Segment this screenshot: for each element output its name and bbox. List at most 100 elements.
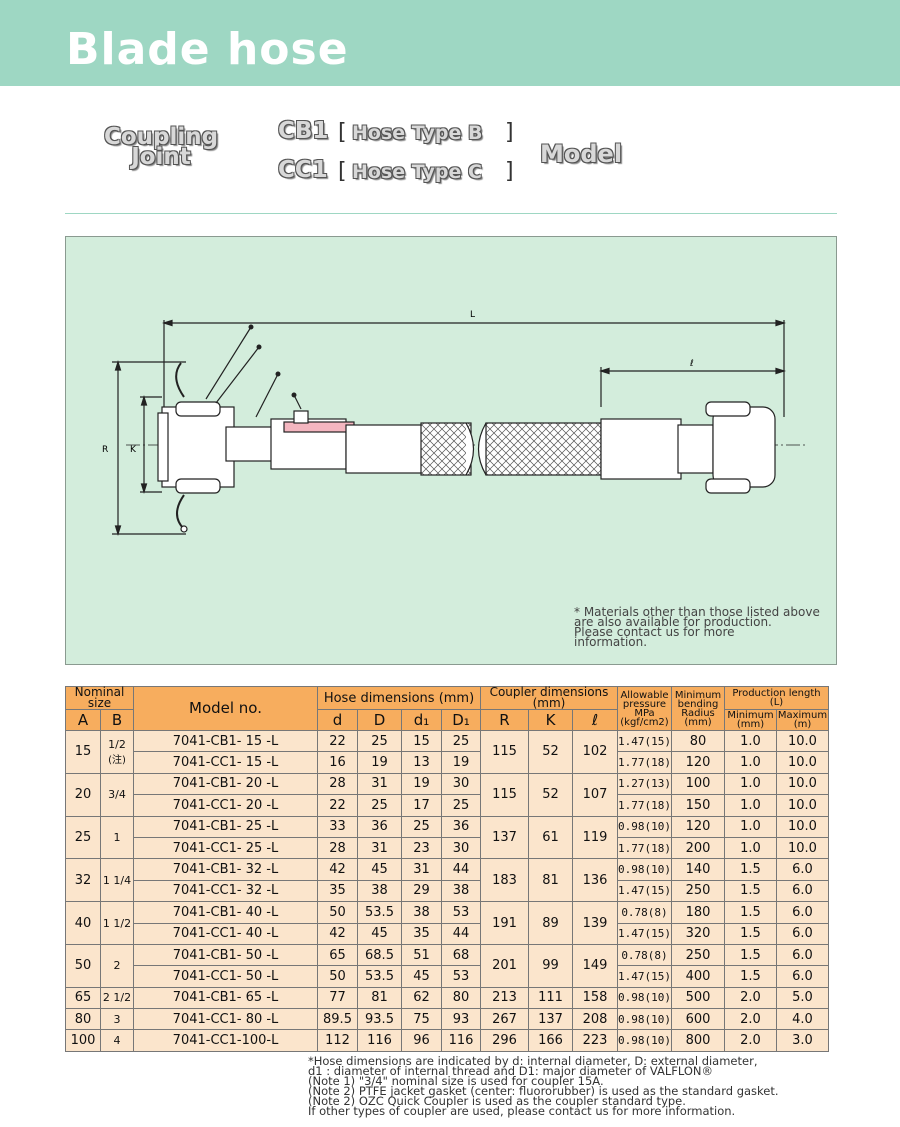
cell-R: 183 [480, 858, 529, 903]
cell-R: 115 [480, 772, 529, 817]
cell-model: 7041-CB1- 65 -L [133, 986, 318, 1010]
cell-b: 2 [100, 943, 134, 988]
header-R: R [480, 709, 529, 731]
cell-R: 267 [480, 1008, 529, 1031]
cell-D1: 53 [441, 901, 481, 924]
cell-d1: 19 [401, 772, 442, 796]
cell-min: 1.0 [723, 751, 777, 774]
cell-max: 6.0 [775, 879, 829, 903]
cell-b: 3/4 [100, 772, 134, 817]
cell-D: 25 [357, 794, 402, 817]
cell-min: 1.5 [723, 922, 777, 945]
cell-D1: 116 [441, 1029, 481, 1052]
cell-D1: 93 [441, 1008, 481, 1031]
header-model: Model no. [133, 686, 318, 731]
cell-l: 208 [572, 1008, 618, 1031]
cell-l: 158 [572, 986, 618, 1010]
cell-d1: 29 [401, 879, 442, 903]
cell-K: 166 [528, 1029, 573, 1052]
cell-K: 99 [528, 943, 573, 988]
cell-b: 4 [100, 1029, 134, 1052]
cell-b-value: 2 [113, 959, 121, 973]
cell-b: 3 [100, 1008, 134, 1031]
cell-D1: 53 [441, 965, 481, 988]
cell-D1: 44 [441, 858, 481, 881]
hose-diagram: L ℓ R K [102, 310, 806, 537]
cell-l: 102 [572, 730, 618, 774]
cell-b: 1 1/4 [100, 858, 134, 903]
cell-max: 3.0 [775, 1029, 829, 1052]
cell-bend: 180 [670, 901, 725, 924]
cell-d: 28 [317, 772, 358, 796]
cell-K: 111 [528, 986, 573, 1010]
cell-D: 25 [357, 729, 402, 753]
cell-model: 7041-CC1- 15 -L [133, 751, 318, 774]
bracket-close-b: ] [505, 120, 514, 145]
cell-max: 6.0 [775, 943, 829, 967]
header-production-line: (L) [769, 697, 784, 708]
hose-type-b: Hose Type B [352, 122, 483, 144]
cell-model: 7041-CB1- 20 -L [133, 772, 318, 796]
header-coupler-dims: Coupler dimensions (mm) [480, 686, 618, 710]
cell-bend: 100 [670, 772, 725, 796]
cell-D1: 80 [441, 986, 481, 1010]
header-production-line: Production length [732, 688, 821, 699]
cell-d: 33 [317, 815, 358, 838]
cell-max: 10.0 [775, 772, 829, 796]
cell-d: 22 [317, 729, 358, 753]
cell-max: 6.0 [775, 965, 829, 988]
cell-d: 50 [317, 965, 358, 988]
cell-b: 1/2(注) [100, 730, 134, 774]
cell-pressure: 1.47(15) [617, 965, 672, 988]
coupling-joint-label: Coupling Joint [96, 126, 226, 169]
title-banner: Blade hose [0, 0, 900, 86]
cell-bend: 800 [670, 1029, 725, 1052]
header-D1: D₁ [441, 709, 481, 731]
cell-R: 296 [480, 1029, 529, 1052]
cell-min: 2.0 [723, 1008, 777, 1031]
cell-l: 119 [572, 815, 618, 860]
cell-K: 89 [528, 901, 573, 945]
cell-bend: 500 [670, 986, 725, 1010]
cell-a: 65 [65, 986, 101, 1010]
cell-d1: 62 [401, 986, 442, 1010]
cell-K: 52 [528, 772, 573, 817]
header-pressure-line: pressure [622, 698, 667, 710]
cell-min: 1.0 [723, 815, 777, 838]
header-bending-line: Minimum [674, 689, 722, 701]
cell-D: 36 [357, 815, 402, 838]
cell-d1: 35 [401, 922, 442, 945]
header-D: D [357, 709, 402, 731]
header-K: K [528, 709, 573, 731]
code-cb1: CB1 [278, 118, 329, 144]
cell-d1: 96 [401, 1029, 442, 1052]
cell-d: 112 [317, 1029, 358, 1052]
cell-a: 25 [65, 815, 101, 860]
cell-max: 10.0 [775, 794, 829, 817]
cell-K: 61 [528, 815, 573, 860]
cell-d: 16 [317, 751, 358, 774]
cell-D1: 25 [441, 729, 481, 753]
cell-pressure: 0.98(10) [617, 858, 672, 881]
cell-d: 77 [317, 986, 358, 1010]
cell-pressure: 0.78(8) [617, 943, 672, 967]
cell-d: 42 [317, 922, 358, 945]
header-bending-line: (mm) [684, 716, 712, 728]
cell-D1: 68 [441, 943, 481, 967]
cell-d1: 51 [401, 943, 442, 967]
cell-a: 40 [65, 901, 101, 945]
note-line: information. [574, 635, 648, 649]
cell-max: 10.0 [775, 836, 829, 860]
cell-D: 68.5 [357, 943, 402, 967]
cell-pressure: 1.77(18) [617, 751, 672, 774]
footnote-line: (Note 2) OZC Quick Coupler is used as th… [308, 1094, 686, 1108]
cell-min: 1.0 [723, 729, 777, 753]
cell-d1: 45 [401, 965, 442, 988]
cell-d: 89.5 [317, 1008, 358, 1031]
note-line: Please contact us for more [574, 625, 735, 639]
cell-model: 7041-CB1- 40 -L [133, 901, 318, 924]
